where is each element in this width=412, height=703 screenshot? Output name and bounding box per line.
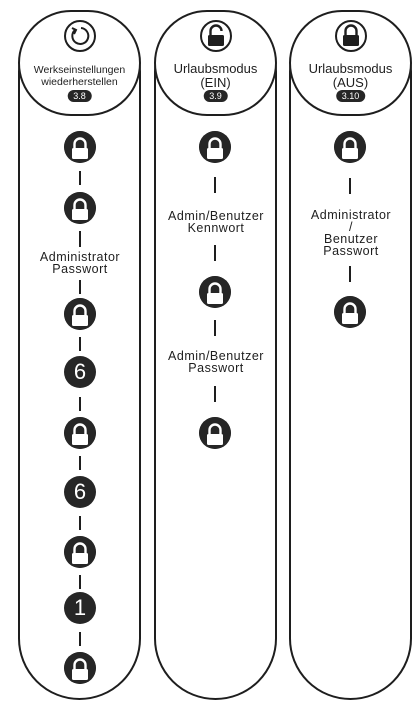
connector-line [79,231,81,247]
section-badge: 3.10 [335,90,366,102]
connector-line [214,177,216,193]
header-title: Urlaubsmodus (EIN) [156,62,275,90]
lock-icon [199,131,231,163]
lock-icon [64,417,96,449]
label-line-2: Passwort [52,262,108,276]
step-label: Administrator / Benutzer Passwort [291,208,411,258]
connector-line [79,632,81,646]
lock-icon [64,131,96,163]
lock-icon [334,296,366,328]
column-header: Werkseinstellungen wiederherstellen 3.8 [18,10,141,116]
label-line-1: Admin/Benutzer [168,209,264,223]
header-title-line-1: Urlaubsmodus [173,61,258,76]
connector-line [214,245,216,261]
header-title-line-1: Urlaubsmodus [308,61,393,76]
header-title: Werkseinstellungen wiederherstellen [20,64,139,88]
connector-line [79,397,81,411]
connector-line [79,516,81,530]
step-label: Administrator Passwort [20,250,140,276]
header-title-line-2: (EIN) [200,75,231,90]
label-line-2: Passwort [188,361,244,375]
lock-icon [64,298,96,330]
header-title-line-2: wiederherstellen [41,76,118,88]
connector-line [214,386,216,402]
label-line-2: Kennwort [187,221,245,235]
reset-icon [63,20,96,52]
connector-line [349,178,351,194]
connector-line [79,456,81,470]
lock-icon [64,192,96,224]
header-title: Urlaubsmodus (AUS) [291,62,410,90]
lock-icon [199,276,231,308]
connector-line [79,280,81,294]
step-label: Admin/Benutzer Passwort [156,349,276,375]
header-title-line-1: Werkseinstellungen [33,64,126,76]
label-line-1: Admin/Benutzer [168,349,264,363]
digit-6-icon: 6 [64,356,96,388]
section-badge: 3.8 [67,90,92,102]
column-header: Urlaubsmodus (AUS) 3.10 [289,10,412,116]
connector-line [349,266,351,282]
connector-line [214,320,216,336]
label-line-4: Passwort [323,244,379,258]
digit-text: 6 [73,359,87,384]
label-line-1: Administrator [310,208,392,222]
digit-text: 6 [73,479,87,504]
connector-line [79,171,81,185]
header-title-line-2: (AUS) [332,75,369,90]
label-line-3: Benutzer [323,232,379,246]
connector-line [79,337,81,351]
lock-icon [64,536,96,568]
lock-closed-icon [334,20,367,52]
lock-icon [334,131,366,163]
step-label: Admin/Benutzer Kennwort [156,209,276,235]
section-badge: 3.9 [203,90,228,102]
connector-line [79,575,81,589]
label-line-1: Administrator [39,250,121,264]
digit-6-icon: 6 [64,476,96,508]
lock-open-icon [199,20,232,52]
lock-icon [64,652,96,684]
digit-text: 1 [73,595,87,620]
column-header: Urlaubsmodus (EIN) 3.9 [154,10,277,116]
lock-icon [199,417,231,449]
label-line-2: / [349,220,353,234]
digit-1-icon: 1 [64,592,96,624]
